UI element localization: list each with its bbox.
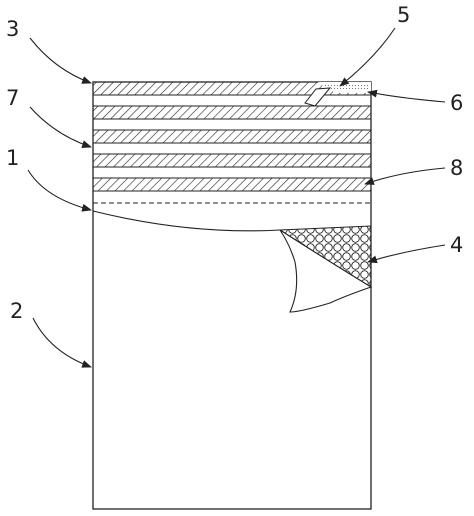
tear-tab [304, 87, 332, 107]
hatched-layer-2 [92, 105, 372, 120]
hatched-layer-4 [92, 153, 372, 168]
label-8: 8 [450, 156, 463, 180]
leader-arrows [27, 27, 446, 368]
hatched-layer-5 [92, 177, 372, 192]
leader-6 [367, 89, 446, 103]
leader-7 [29, 106, 92, 148]
leader-4 [367, 244, 446, 264]
label-6: 6 [450, 91, 463, 115]
label-4: 4 [450, 233, 463, 257]
label-7: 7 [6, 86, 19, 110]
label-1: 1 [6, 146, 19, 170]
leader-5 [339, 27, 396, 87]
peeled-flap [279, 229, 373, 313]
hatched-layer-3 [92, 129, 372, 144]
leader-3 [29, 37, 92, 84]
peel-boundary [92, 210, 281, 232]
label-2: 2 [10, 299, 23, 323]
label-3: 3 [6, 17, 19, 41]
leader-8 [364, 167, 446, 185]
hatched-layers [92, 81, 372, 192]
reference-numerals: 3 7 1 2 5 6 8 4 [6, 3, 463, 323]
leader-1 [27, 169, 92, 212]
dotted-notch-texture [322, 85, 368, 91]
leader-2 [32, 317, 92, 368]
label-5: 5 [397, 3, 410, 27]
